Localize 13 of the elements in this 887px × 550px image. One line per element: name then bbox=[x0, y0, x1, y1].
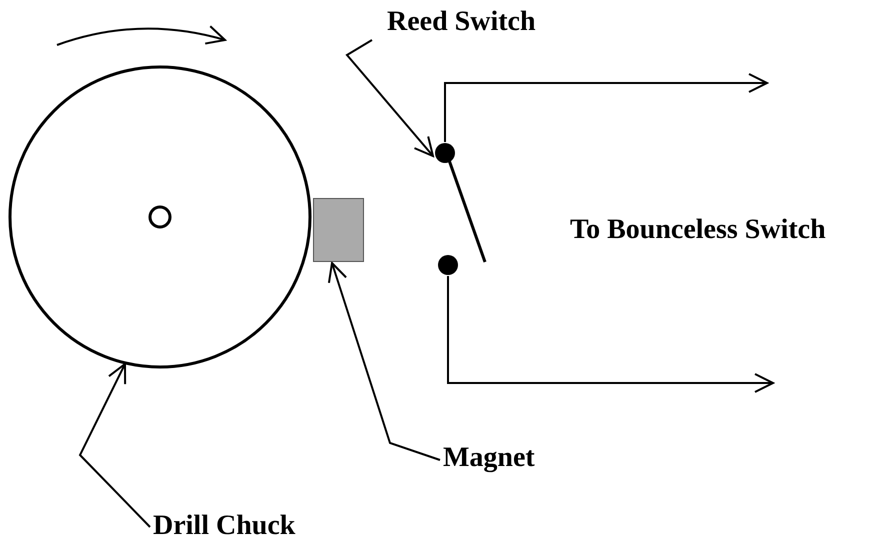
wire-arrow bbox=[447, 276, 774, 393]
switch-contact bbox=[434, 142, 456, 164]
drill-chuck-circle bbox=[8, 65, 312, 369]
leader-line bbox=[345, 39, 434, 157]
note-text: To Bounceless Switch bbox=[570, 214, 826, 246]
leader-line bbox=[78, 363, 151, 528]
part-label: Magnet bbox=[443, 442, 535, 474]
wire-arrow bbox=[444, 73, 768, 142]
magnet-block bbox=[313, 198, 364, 262]
switch-contact bbox=[437, 254, 459, 276]
part-label: Reed Switch bbox=[387, 6, 536, 38]
part-label: Drill Chuck bbox=[153, 510, 296, 542]
leader-line bbox=[328, 262, 440, 461]
